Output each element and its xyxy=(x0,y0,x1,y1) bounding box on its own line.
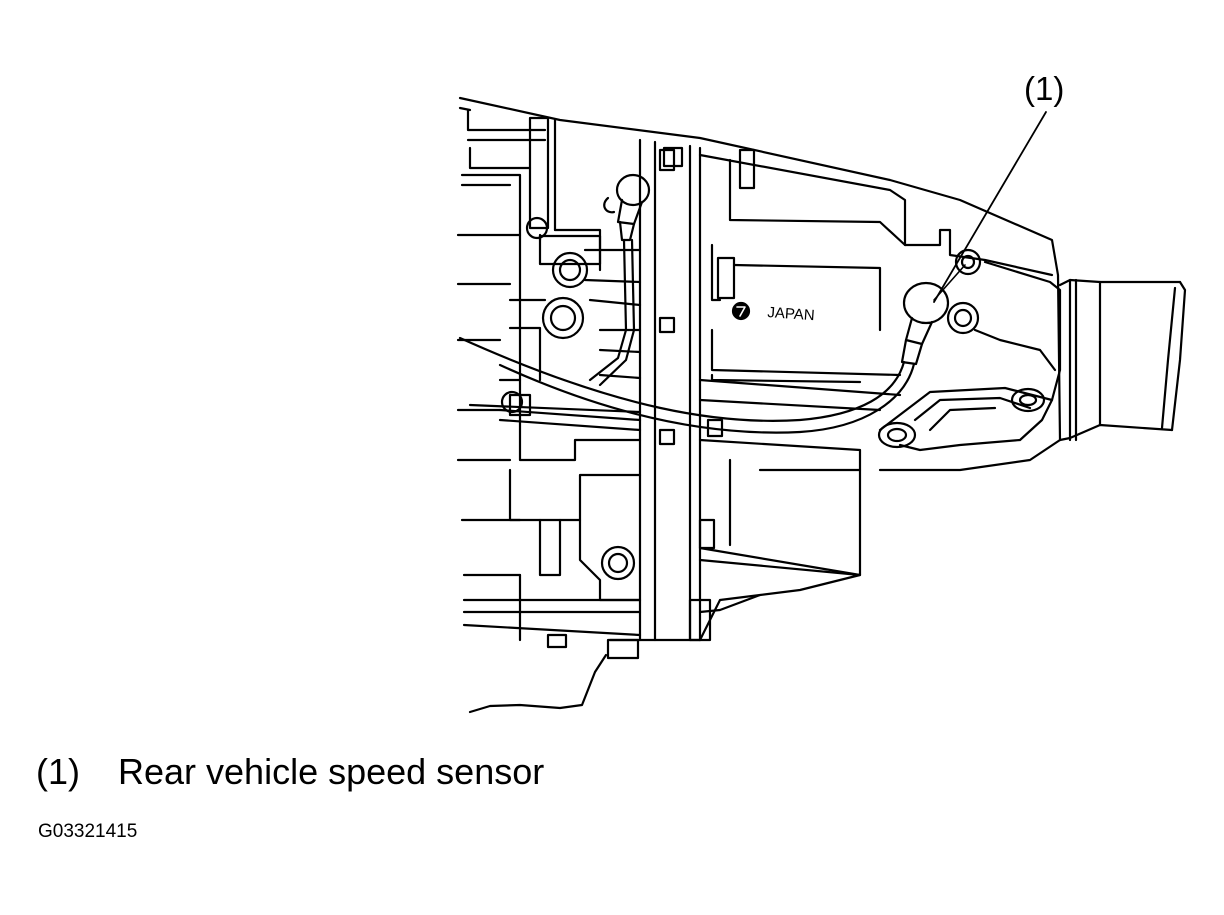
transmission-housing xyxy=(456,96,1062,714)
figure-id: G03321415 xyxy=(38,821,138,842)
legend: (1) Rear vehicle speed sensor xyxy=(36,754,544,790)
legend-item-ref: (1) xyxy=(36,751,80,792)
callout-leader-line xyxy=(933,111,1047,303)
legend-item-label: Rear vehicle speed sensor xyxy=(118,751,545,792)
callout-label: (1) xyxy=(1024,70,1065,107)
mount-bracket xyxy=(877,260,1062,452)
rear-speed-sensor xyxy=(458,264,966,434)
front-sensor-harness xyxy=(588,173,651,387)
stamp-logo-icon xyxy=(731,301,751,321)
output-flange xyxy=(1058,278,1187,442)
transmission-diagram xyxy=(456,96,1187,714)
housing-stamp-text: JAPAN xyxy=(766,304,816,325)
housing-bolts xyxy=(500,216,982,581)
